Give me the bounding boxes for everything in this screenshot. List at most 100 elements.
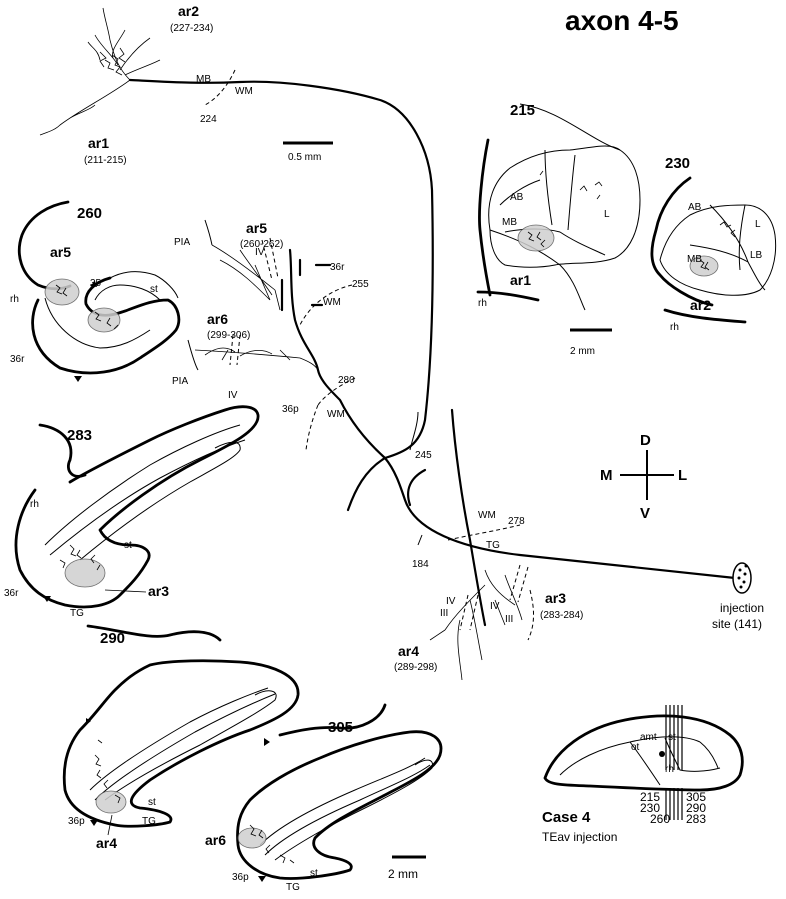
tg-label-305: TG [286, 882, 300, 893]
case-title: Case 4 [542, 809, 591, 826]
ar6-range: (299-306) [207, 330, 250, 341]
main-axon [128, 78, 737, 627]
case-level-right-3: 283 [686, 812, 706, 826]
wm-label-mid: WM [323, 297, 341, 308]
r36-label-260: 36r [10, 354, 25, 365]
ar6-label: ar6 [207, 311, 228, 327]
ar3-pointer [104, 589, 147, 593]
st-label-305: st [310, 868, 318, 879]
case-level-left-1: 215 [640, 790, 660, 804]
n35-label: 35 [90, 278, 102, 289]
top-sections-scale-label: 2 mm [570, 346, 595, 357]
mb-label-215: MB [502, 217, 517, 228]
amt-label: amt [640, 732, 657, 743]
section-230-number: 230 [665, 155, 690, 172]
medial-label: M [600, 467, 613, 484]
section-305-drawing [236, 703, 443, 882]
lateral-label: L [678, 467, 687, 484]
section-260-number: 260 [77, 205, 102, 222]
section-215-drawing [476, 103, 641, 311]
section-283-drawing [14, 405, 260, 609]
pia-label-lower: PIA [172, 376, 188, 387]
ar5-label-section: ar5 [50, 244, 71, 260]
iv-label-ar4: IV [446, 596, 456, 607]
ar3-label-section: ar3 [148, 583, 169, 599]
case-subtitle: TEav injection [542, 830, 617, 844]
iv-label-upper: IV [255, 247, 265, 258]
iii-label-ar3: III [505, 614, 513, 625]
ar2-range: (227-234) [170, 23, 213, 34]
r36-label-283: 36r [4, 588, 19, 599]
st-label-283: st [124, 540, 132, 551]
pia-label-upper: PIA [174, 237, 190, 248]
tg-label-290: TG [142, 816, 156, 827]
case-level-right-1: 305 [686, 790, 706, 804]
ar5-label: ar5 [246, 220, 267, 236]
ventral-label: V [640, 505, 650, 522]
section-230-drawing [650, 176, 777, 324]
st-label-290: st [148, 797, 156, 808]
ar1-range: (211-215) [84, 155, 127, 166]
bottom-sections-scale-label: 2 mm [388, 867, 418, 881]
section-255: 255 [352, 279, 369, 290]
l-label-215: L [604, 209, 610, 220]
section-224: 224 [200, 114, 217, 125]
tg-label-283: TG [70, 608, 84, 619]
mb-label: MB [196, 74, 211, 85]
section-215-number: 215 [510, 102, 535, 119]
st-label-brain: st [668, 732, 676, 743]
iv-label-lower: IV [228, 390, 238, 401]
injection-label-line1: injection [720, 601, 764, 615]
section-305-number: 305 [328, 719, 353, 736]
wm-label-lower: WM [327, 409, 345, 420]
lb-label-230: LB [750, 250, 763, 261]
p36-label-axon: 36p [282, 404, 299, 415]
tg-label-axon: TG [486, 540, 500, 551]
ab-label-215: AB [510, 192, 524, 203]
ab-label-230: AB [688, 202, 702, 213]
injection-site [732, 562, 752, 594]
ar3-label-axon: ar3 [545, 590, 566, 606]
ot-label: ot [631, 742, 640, 753]
wm-label-bottom: WM [478, 510, 496, 521]
rh-label-230: rh [670, 322, 679, 333]
section-290-drawing [62, 624, 300, 828]
rh-label-260: rh [10, 294, 19, 305]
case-level-left-2: 230 [640, 801, 660, 815]
st-label-260: st [150, 284, 158, 295]
ar1-label-section: ar1 [510, 272, 531, 288]
injection-label-line2: site (141) [712, 617, 762, 631]
section-245: 245 [415, 450, 432, 461]
ar4-label-section: ar4 [96, 835, 117, 851]
iii-label-ar4: III [440, 608, 448, 619]
rh-label-283: rh [30, 499, 39, 510]
ar4-pointer [107, 814, 113, 836]
case-level-right-2: 290 [686, 801, 706, 815]
section-280: 280 [338, 375, 355, 386]
ar1-label: ar1 [88, 135, 109, 151]
ar4-label-axon: ar4 [398, 643, 419, 659]
case-level-left-3: 260 [650, 812, 670, 826]
brain-lateral-view [543, 705, 744, 820]
iv-label-ar3: IV [490, 601, 500, 612]
p36-label-305: 36p [232, 872, 249, 883]
p36-label-290: 36p [68, 816, 85, 827]
r36-label-axon: 36r [330, 262, 345, 273]
rh-label-215: rh [478, 298, 487, 309]
section-290-number: 290 [100, 630, 125, 647]
ar2-label: ar2 [178, 3, 199, 19]
ar5-ar6-arbor-drawing [187, 219, 356, 451]
wm-label-top: WM [235, 86, 253, 97]
ar5-range: (260-262) [240, 239, 283, 250]
section-260-drawing [17, 200, 181, 382]
ar3-range: (283-284) [540, 610, 583, 621]
ar4-range: (289-298) [394, 662, 437, 673]
orientation-compass [620, 450, 674, 500]
ar1-ar2-arbor-drawing [39, 7, 236, 136]
ar2-label-section: ar2 [690, 297, 711, 313]
section-283-number: 283 [67, 427, 92, 444]
dorsal-label: D [640, 432, 651, 449]
section-184: 184 [412, 559, 429, 570]
figure-title: axon 4-5 [565, 5, 679, 36]
